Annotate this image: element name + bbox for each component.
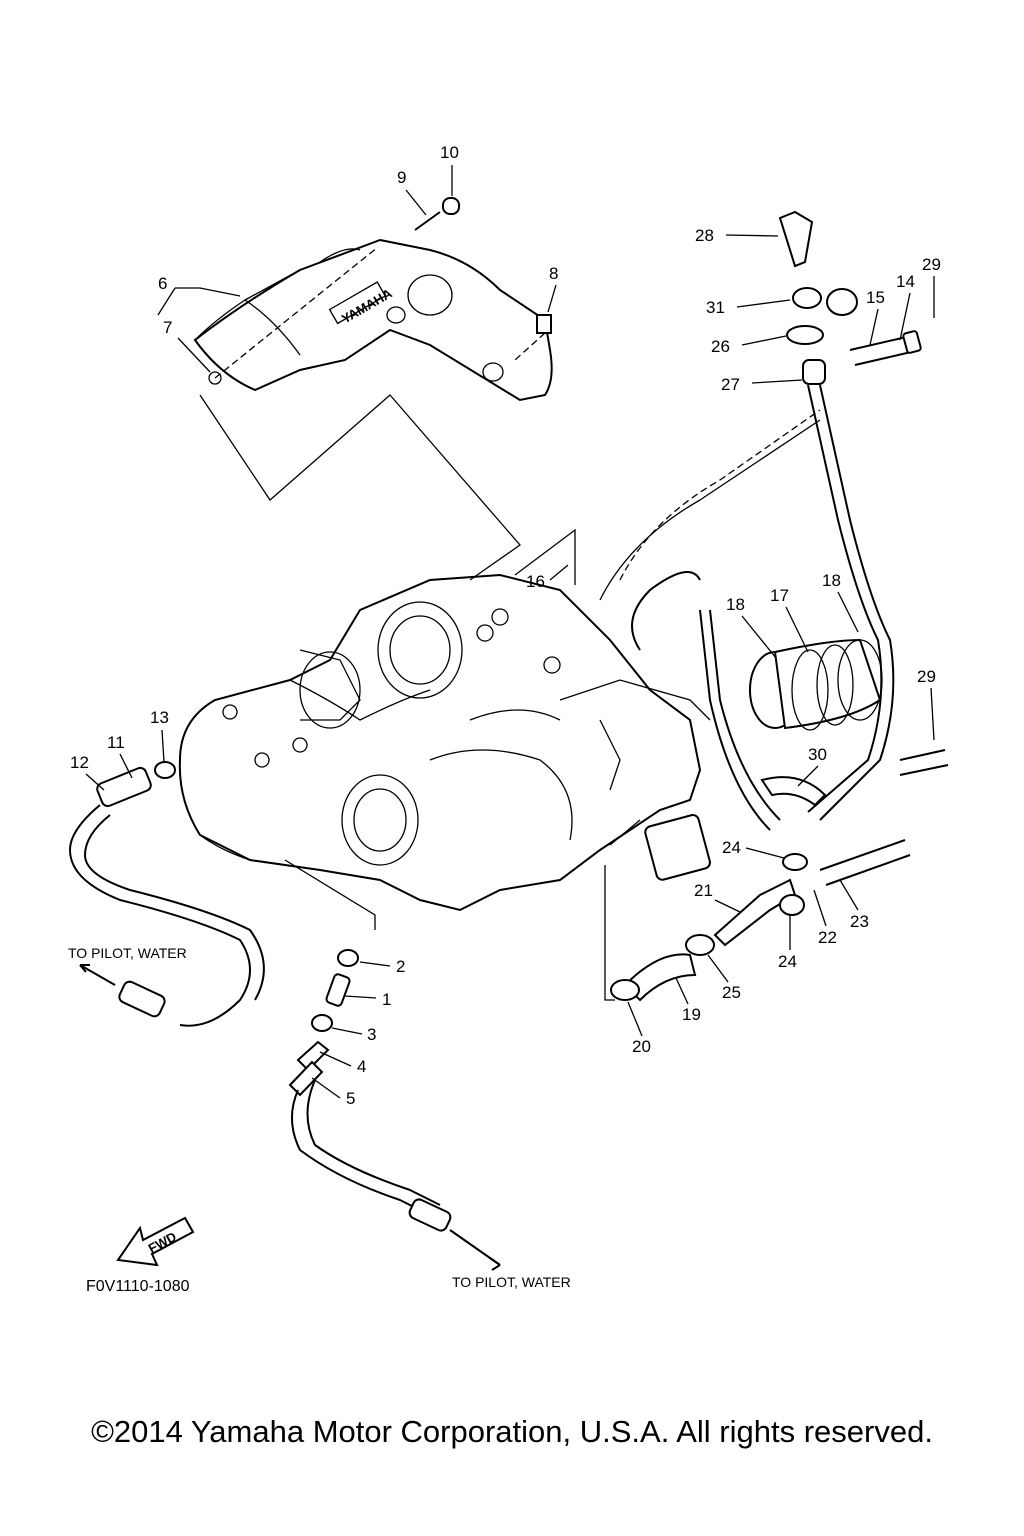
- callout-1: 1: [382, 990, 391, 1009]
- callout-17: 17: [770, 586, 789, 605]
- figure-code: F0V1110-1080: [86, 1278, 190, 1295]
- callout-24b: 24: [778, 952, 797, 971]
- callout-9: 9: [397, 168, 406, 187]
- callout-4: 4: [357, 1057, 366, 1076]
- callout-24a: 24: [722, 838, 741, 857]
- callout-26: 26: [711, 337, 730, 356]
- callout-12: 12: [70, 753, 89, 772]
- callout-3: 3: [367, 1025, 376, 1044]
- fwd-label: FWD: [146, 1229, 179, 1256]
- copyright-notice: ©2014 Yamaha Motor Corporation, U.S.A. A…: [91, 1414, 933, 1449]
- engine-assembly-illustration: [178, 573, 711, 912]
- callout-21: 21: [694, 881, 713, 900]
- fwd-arrow: FWD: [116, 1216, 195, 1267]
- callout-5: 5: [346, 1089, 355, 1108]
- callout-23: 23: [850, 912, 869, 931]
- callout-28: 28: [695, 226, 714, 245]
- callout-20: 20: [632, 1037, 651, 1056]
- callout-29a: 29: [922, 255, 941, 274]
- callout-18a: 18: [726, 595, 745, 614]
- callout-2: 2: [396, 957, 405, 976]
- note-to-pilot-water-left: TO PILOT, WATER: [68, 945, 187, 961]
- callout-29b: 29: [917, 667, 936, 686]
- note-to-pilot-water-bottom: TO PILOT, WATER: [452, 1274, 571, 1290]
- callout-8: 8: [549, 264, 558, 283]
- engine-cover-illustration: YAMAHA: [193, 238, 553, 402]
- callout-15: 15: [866, 288, 885, 307]
- small-fittings: [288, 949, 501, 1271]
- leader-lines: [199, 394, 641, 1001]
- callout-31: 31: [706, 298, 725, 317]
- callout-19: 19: [682, 1005, 701, 1024]
- screw-and-cap: [414, 197, 552, 361]
- callout-13: 13: [150, 708, 169, 727]
- lower-right-fittings: [610, 776, 827, 1002]
- callout-6: 6: [158, 274, 167, 293]
- callout-18b: 18: [822, 571, 841, 590]
- joint-hose: [749, 638, 883, 731]
- callout-27: 27: [721, 375, 740, 394]
- callout-22: 22: [818, 928, 837, 947]
- callout-25: 25: [722, 983, 741, 1002]
- callout-11: 11: [107, 733, 125, 752]
- callout-10: 10: [440, 143, 459, 162]
- hose-routing: [599, 330, 949, 886]
- filler-cap: [778, 210, 858, 385]
- callout-30: 30: [808, 745, 827, 764]
- callout-14: 14: [896, 272, 915, 291]
- callout-7: 7: [163, 318, 172, 337]
- callout-16: 16: [526, 572, 545, 591]
- callouts: 1 2 3 4 5 6 7 8 9 10 11 12 13 14 15 16 1…: [70, 143, 941, 1108]
- left-water-hose: [68, 761, 265, 1027]
